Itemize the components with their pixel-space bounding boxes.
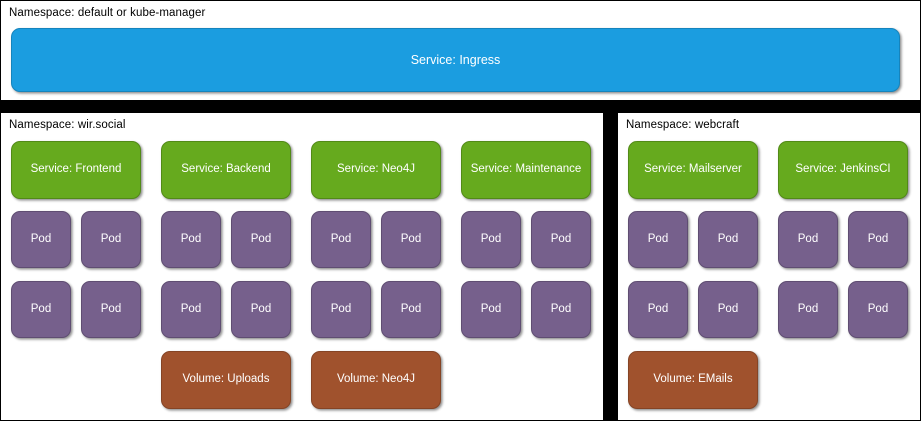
pod-mailserver-4[interactable]: Pod — [698, 281, 758, 338]
volume-emails[interactable]: Volume: EMails — [628, 351, 758, 409]
pod-jenkinsci-2[interactable]: Pod — [848, 211, 908, 268]
pod-backend-4[interactable]: Pod — [231, 281, 291, 338]
namespace-panel-wir-social: Namespace: wir.social Service: Frontend … — [0, 112, 604, 421]
volume-uploads[interactable]: Volume: Uploads — [161, 351, 291, 409]
pod-jenkinsci-3[interactable]: Pod — [778, 281, 838, 338]
pod-frontend-2[interactable]: Pod — [81, 211, 141, 268]
namespace-label-wir-social: Namespace: wir.social — [9, 119, 126, 131]
service-neo4j[interactable]: Service: Neo4J — [311, 141, 441, 199]
pod-backend-3[interactable]: Pod — [161, 281, 221, 338]
pod-neo4j-1[interactable]: Pod — [311, 211, 371, 268]
service-maintenance[interactable]: Service: Maintenance — [461, 141, 591, 199]
pod-neo4j-3[interactable]: Pod — [311, 281, 371, 338]
namespace-label-webcraft: Namespace: webcraft — [626, 119, 740, 131]
pod-mailserver-2[interactable]: Pod — [698, 211, 758, 268]
pod-maintenance-3[interactable]: Pod — [461, 281, 521, 338]
namespace-label-default: Namespace: default or kube-manager — [9, 7, 206, 19]
pod-mailserver-1[interactable]: Pod — [628, 211, 688, 268]
pod-backend-2[interactable]: Pod — [231, 211, 291, 268]
service-jenkinsci[interactable]: Service: JenkinsCI — [778, 141, 908, 199]
pod-maintenance-1[interactable]: Pod — [461, 211, 521, 268]
volume-neo4j[interactable]: Volume: Neo4J — [311, 351, 441, 409]
namespace-panel-webcraft: Namespace: webcraft Service: Mailserver … — [617, 112, 921, 421]
pod-backend-1[interactable]: Pod — [161, 211, 221, 268]
namespace-panel-default: Namespace: default or kube-manager Servi… — [0, 0, 921, 101]
pod-maintenance-4[interactable]: Pod — [531, 281, 591, 338]
service-mailserver[interactable]: Service: Mailserver — [628, 141, 758, 199]
service-frontend[interactable]: Service: Frontend — [11, 141, 141, 199]
pod-maintenance-2[interactable]: Pod — [531, 211, 591, 268]
service-backend[interactable]: Service: Backend — [161, 141, 291, 199]
pod-frontend-1[interactable]: Pod — [11, 211, 71, 268]
pod-neo4j-4[interactable]: Pod — [381, 281, 441, 338]
pod-frontend-3[interactable]: Pod — [11, 281, 71, 338]
pod-jenkinsci-1[interactable]: Pod — [778, 211, 838, 268]
pod-frontend-4[interactable]: Pod — [81, 281, 141, 338]
pod-mailserver-3[interactable]: Pod — [628, 281, 688, 338]
service-ingress[interactable]: Service: Ingress — [11, 28, 900, 92]
pod-jenkinsci-4[interactable]: Pod — [848, 281, 908, 338]
pod-neo4j-2[interactable]: Pod — [381, 211, 441, 268]
